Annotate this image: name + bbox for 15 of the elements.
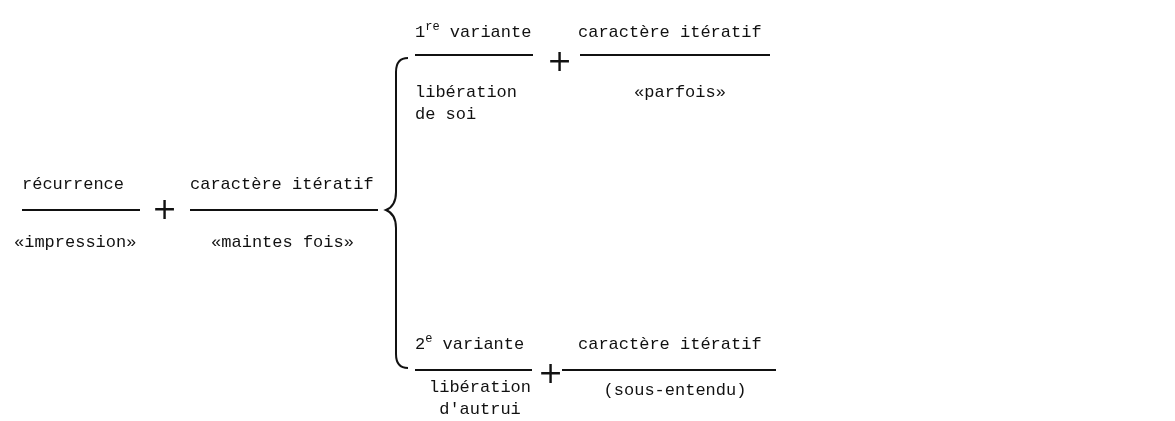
feature-term: caractère itératif [578,22,763,44]
plus-sign: + [547,46,569,76]
variant-heading: 1$^{re}$ variante [415,22,533,44]
plus-sign: + [538,358,560,388]
gloss-text: «impression» [14,232,138,254]
variant-description: libération de soi [415,82,519,126]
gloss-text: (sous-entendu) [602,380,748,402]
variant-description: libération d'autrui [428,377,532,421]
feature-term: récurrence [22,174,126,196]
variant-heading: 2$^{e}$ variante [415,334,526,356]
gloss-text: «maintes fois» [210,232,355,254]
plus-sign: + [152,194,174,224]
gloss-text: «parfois» [633,82,727,104]
feature-term: caractère itératif [578,334,763,356]
feature-term: caractère itératif [190,174,375,196]
